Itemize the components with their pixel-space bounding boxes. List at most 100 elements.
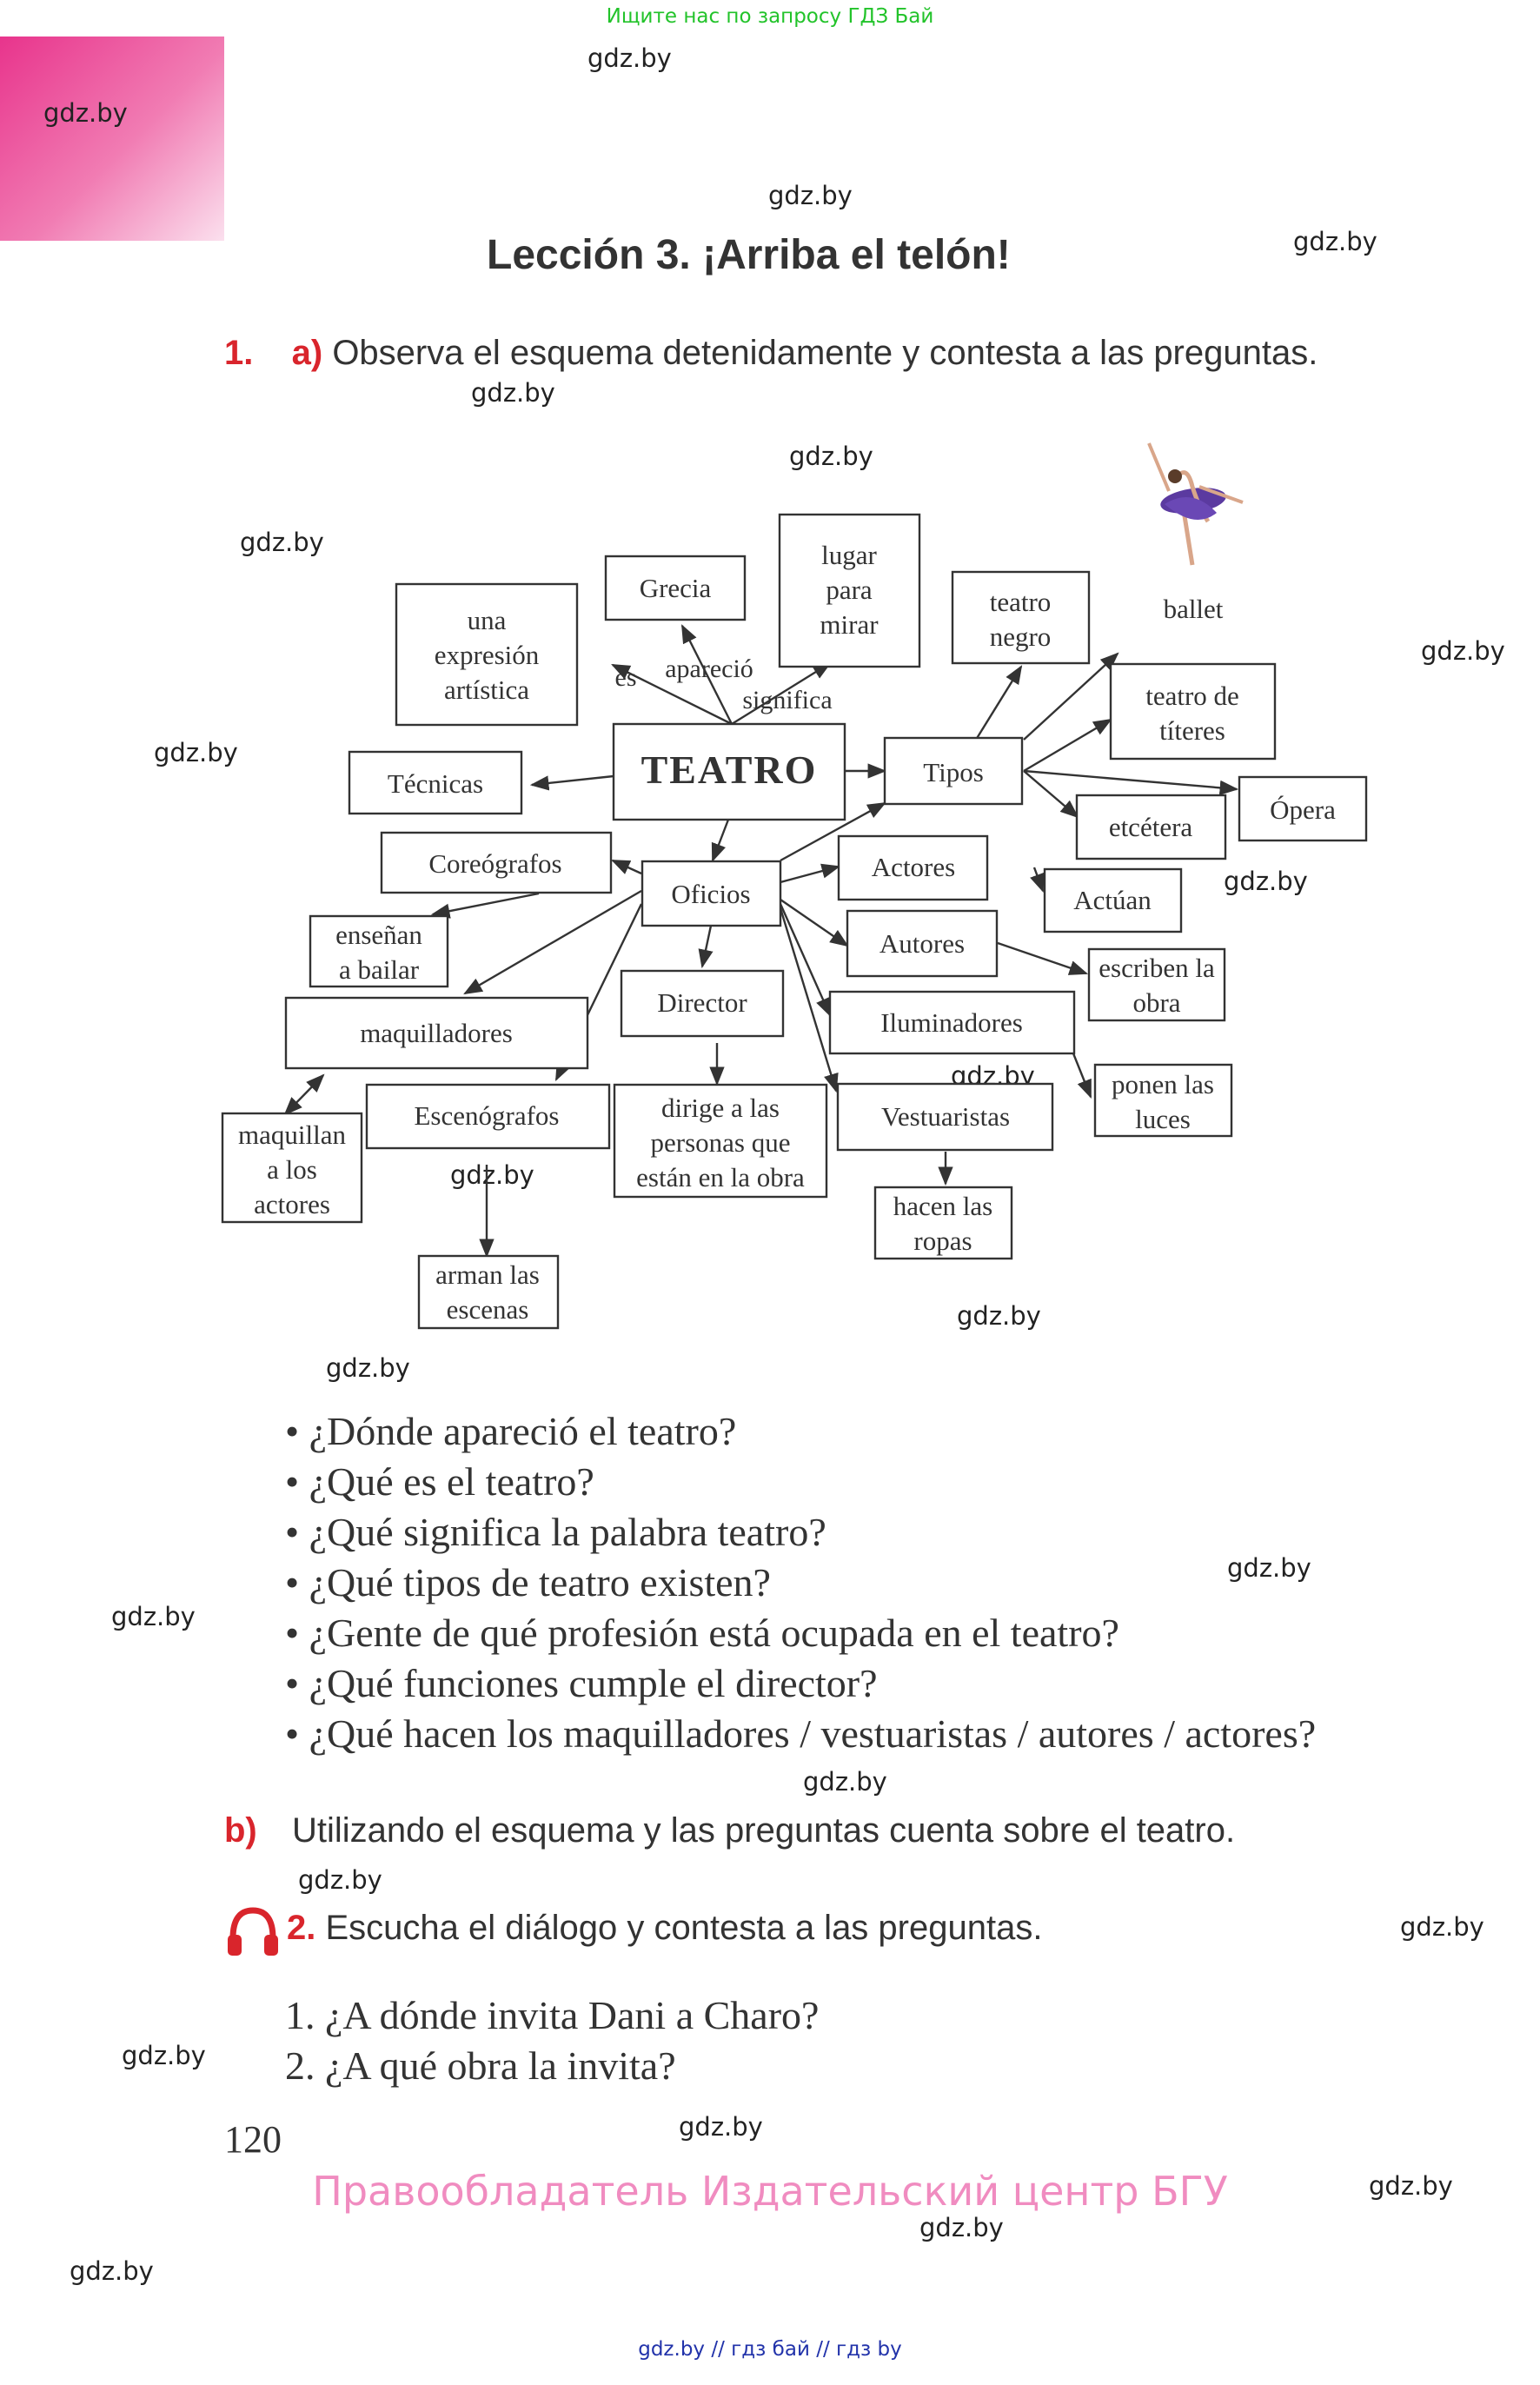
- edge-tecnicas: [529, 774, 614, 791]
- questions-list-2: 1. ¿A dónde invita Dani a Charo? 2. ¿A q…: [285, 1990, 819, 2091]
- node-label-maquilladores: maquilladores: [360, 1018, 513, 1048]
- question-item: 2. ¿A qué obra la invita?: [285, 2043, 676, 2088]
- exercise-1b: b) Utilizando el esquema y las preguntas…: [224, 1811, 1235, 1850]
- box-autores: [846, 909, 999, 978]
- edge-es: [611, 663, 733, 726]
- edge-significa: [731, 661, 832, 726]
- node-label-vestuaristas: Vestuaristas: [881, 1101, 1010, 1132]
- edge-actores: [780, 863, 841, 884]
- copyright-footer: Правообладатель Издательский центр БГУ: [312, 2168, 1228, 2215]
- watermark: gdz.by: [1293, 227, 1377, 256]
- node-label-tecnicas: Técnicas: [388, 768, 483, 799]
- node-label-ballet: ballet: [1164, 594, 1224, 624]
- box-titeres: [1109, 662, 1277, 761]
- edge-vestuaristas: [779, 907, 839, 1093]
- box-teatro-negro: [951, 570, 1091, 665]
- box-ponen: [1093, 1063, 1233, 1138]
- part-a-text: Observa el esquema detenidamente y conte…: [332, 334, 1318, 372]
- exercise-1-heading: 1. a) Observa el esquema detenidamente y…: [224, 334, 1318, 373]
- watermark: gdz.by: [1421, 636, 1505, 666]
- edge-etcetera: [1023, 770, 1079, 819]
- part-b-label: b): [224, 1811, 257, 1850]
- edge-ponen: [1072, 1053, 1092, 1099]
- questions-list-a: ¿Dónde apareció el teatro? ¿Qué es el te…: [285, 1406, 1317, 1759]
- watermark: gdz.by: [803, 1767, 887, 1797]
- watermark: gdz.by: [111, 1602, 196, 1631]
- watermark: gdz.by: [1400, 1912, 1484, 1942]
- edge-aparecio: [680, 624, 733, 725]
- box-lugar: [778, 513, 921, 668]
- edge-actuan: [1030, 867, 1045, 894]
- box-maquillan: [221, 1112, 363, 1224]
- node-label-grecia: Grecia: [640, 573, 712, 603]
- exercise-2-number: 2.: [287, 1909, 316, 1947]
- edge-opera: [1023, 769, 1239, 795]
- watermark: gdz.by: [587, 43, 672, 73]
- question-item: ¿Qué es el teatro?: [285, 1457, 1316, 1507]
- watermark: gdz.by: [768, 181, 853, 210]
- question-item: ¿Qué funciones cumple el director?: [285, 1658, 1316, 1709]
- box-ensenan: [309, 914, 449, 988]
- node-label-director: Director: [657, 987, 747, 1018]
- box-etcetera: [1075, 794, 1227, 860]
- watermark: gdz.by: [471, 378, 555, 408]
- box-tipos: [883, 736, 1024, 806]
- pink-corner-decoration: [0, 37, 224, 241]
- question-item: 1. ¿A dónde invita Dani a Charo?: [285, 1993, 820, 2037]
- box-escriben: [1087, 947, 1226, 1022]
- box-arman: [417, 1254, 560, 1330]
- edge-label-aparecio: apareció: [665, 654, 753, 683]
- question-item: ¿Qué hacen los maquilladores / vestuaris…: [285, 1709, 1317, 1759]
- part-a-label: a): [291, 334, 323, 372]
- node-label-actuan: Actúan: [1073, 885, 1152, 915]
- edge-teatro-negro: [974, 665, 1023, 741]
- box-vestuaristas: [836, 1082, 1054, 1152]
- node-label-etcetera: etcétera: [1109, 812, 1193, 842]
- watermark: gdz.by: [154, 738, 238, 767]
- node-label-tipos: Tipos: [923, 757, 984, 787]
- edge-escriben: [997, 941, 1089, 975]
- edge-director: [698, 925, 714, 969]
- box-oficios: [641, 860, 782, 927]
- exercise-number: 1.: [224, 334, 254, 372]
- watermark: gdz.by: [957, 1301, 1041, 1331]
- edge-coreografos: [611, 859, 642, 875]
- box-actuan: [1043, 867, 1183, 933]
- box-iluminadores: [828, 990, 1076, 1055]
- bottom-links: gdz.by // гдз бай // гдз by: [638, 2338, 902, 2361]
- watermark: gdz.by: [1369, 2171, 1453, 2201]
- edge-ballet: [1023, 652, 1119, 741]
- edge-iluminadores: [779, 903, 832, 1017]
- exercise-2-heading: 2. Escucha el diálogo y contesta a las p…: [287, 1909, 1042, 1948]
- question-item: ¿Qué tipos de teatro existen?: [285, 1558, 1316, 1608]
- node-label-actores: Actores: [872, 852, 955, 882]
- watermark: gdz.by: [450, 1160, 534, 1190]
- node-label-autores: Autores: [880, 928, 965, 959]
- edge-maquillan: [283, 1073, 325, 1116]
- headphones-icon: [224, 1903, 282, 1961]
- edge-ensenan: [430, 892, 540, 919]
- box-coreografos: [380, 831, 613, 894]
- box-dirige: [613, 1083, 828, 1199]
- box-expresion: [395, 582, 579, 727]
- edge-label-significa: significa: [742, 686, 832, 714]
- edge-maquilladores: [463, 889, 642, 995]
- box-tecnicas: [348, 750, 523, 815]
- node-label-opera: Ópera: [1270, 794, 1336, 825]
- edge-oficios-tipos: [780, 801, 886, 862]
- question-item: ¿Gente de qué profesión está ocupada en …: [285, 1608, 1316, 1658]
- top-search-note: Ищите нас по запросу ГДЗ Бай: [606, 5, 934, 28]
- node-label-teatro: TEATRO: [641, 747, 818, 792]
- box-maquilladores: [284, 996, 589, 1070]
- lesson-title: Lección 3. ¡Arriba el telón!: [487, 232, 1011, 278]
- box-opera: [1238, 775, 1368, 842]
